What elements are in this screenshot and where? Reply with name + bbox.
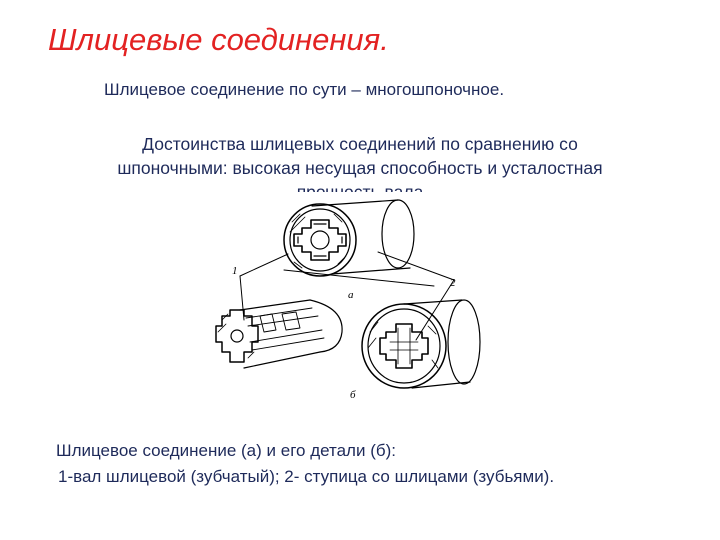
figure-label-1: 1: [232, 265, 238, 277]
figure-label-b: б: [350, 389, 356, 401]
caption-line-2: 1-вал шлицевой (зубчатый); 2- ступица со…: [58, 467, 555, 486]
caption-line-1: Шлицевое соединение (а) и его детали (б)…: [56, 441, 396, 460]
assembled-connection: [283, 199, 415, 277]
splined-hub: [361, 299, 481, 389]
slide-title: Шлицевые соединения.: [48, 22, 389, 57]
leader-lines: [239, 251, 455, 341]
spline-connection-figure: 1 2 а б: [192, 192, 492, 412]
figure-caption: Шлицевое соединение (а) и его детали (б)…: [56, 438, 554, 490]
spline-drawing-svg: 1 2 а б: [215, 199, 481, 401]
spline-shaft: [215, 299, 343, 369]
advantages-line-2: шпоночными: высокая несущая способность …: [117, 158, 603, 178]
figure-label-2: 2: [450, 277, 456, 289]
advantages-line-1: Достоинства шлицевых соединений по сравн…: [142, 134, 578, 154]
figure-label-a: а: [348, 289, 354, 301]
slide-subtitle: Шлицевое соединение по сути – многошпоно…: [104, 80, 505, 99]
